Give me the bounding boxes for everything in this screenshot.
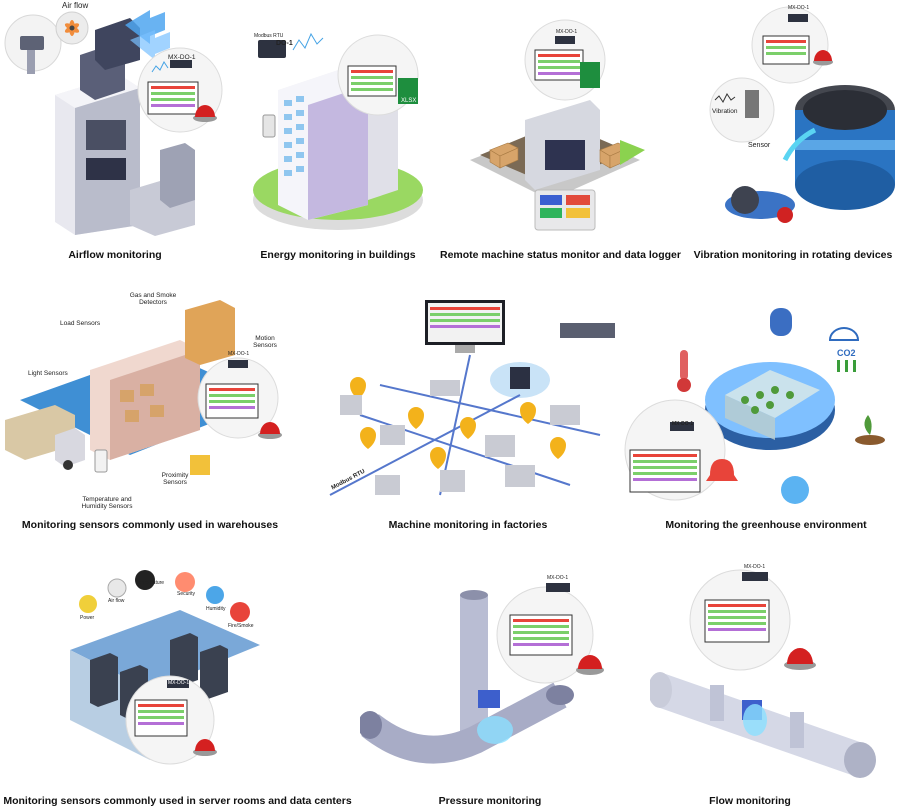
panel-factories: Modbus RTU	[320, 295, 620, 510]
panel-warehouses: Gas and Smoke Detectors Load Sensors Mot…	[0, 280, 300, 512]
greenhouse-illustration	[624, 308, 885, 504]
caption-pressure: Pressure monitoring	[438, 795, 542, 807]
caption-remote-machine: Remote machine status monitor and data l…	[440, 249, 681, 261]
sensor-label: Sensor	[748, 142, 771, 149]
load-label: Load Sensors	[60, 320, 101, 327]
gas-label: Gas and Smoke Detectors	[129, 292, 177, 307]
caption-server-rooms: Monitoring sensors commonly used in serv…	[3, 795, 352, 807]
device-label: MX-DO-1	[168, 54, 196, 61]
remote-machine-illustration	[470, 19, 645, 231]
warehouse-illustration	[5, 300, 282, 475]
panel-airflow: Air flow MX-DO-1	[0, 0, 230, 240]
panel-flow: MX-DO-1	[648, 560, 898, 788]
caption-energy-buildings: Energy monitoring in buildings	[260, 249, 416, 261]
airflow-label: Air flow	[108, 598, 125, 604]
temperature-label: Temperature	[136, 580, 165, 586]
energy-buildings-illustration: XLSX	[253, 32, 423, 230]
airflow-illustration	[4, 10, 223, 236]
caption-airflow: Airflow monitoring	[68, 249, 162, 261]
caption-vibration: Vibration monitoring in rotating devices	[693, 249, 893, 261]
device-label: MX-DO-1	[547, 575, 569, 581]
security-label: Security	[177, 591, 196, 597]
svg-text:XLSX: XLSX	[401, 98, 416, 104]
panel-greenhouse: MX-DO-1 CO2	[620, 300, 898, 512]
server-rooms-illustration	[70, 570, 260, 765]
device-label: MX-DO-1	[556, 29, 578, 35]
fire-label: Fire/Smoke	[228, 623, 254, 629]
panel-energy-buildings: XLSX DO-1 Modbus RTU	[238, 0, 438, 240]
light-label: Light Sensors	[28, 370, 68, 377]
device-label: MX-DO-1	[672, 421, 694, 427]
vibration-illustration	[709, 6, 895, 223]
panel-pressure: MX-DO-1	[358, 565, 620, 787]
device-label: DO-1	[276, 40, 293, 47]
panel-server-rooms: Temperature Air flow Security Power Humi…	[20, 560, 280, 782]
power-label: Power	[80, 615, 95, 621]
device-label: MX-DO-1	[788, 5, 810, 11]
proximity-label: Proximity Sensors	[161, 472, 189, 487]
humidity-label: Humidity	[206, 606, 226, 612]
pressure-illustration	[358, 583, 604, 764]
rtu-label: Modbus RTU	[254, 33, 284, 39]
vibration-label: Vibration	[712, 108, 738, 115]
panel-remote-machine: MX-DO-1	[450, 0, 660, 240]
caption-greenhouse: Monitoring the greenhouse environment	[665, 519, 867, 531]
caption-factories: Machine monitoring in factories	[388, 519, 548, 531]
co2-label: CO2	[837, 348, 856, 358]
device-label: MX-DO-1	[168, 680, 190, 686]
factories-illustration	[329, 300, 615, 496]
panel-vibration: MX-DO-1 Vibration Sensor	[690, 0, 898, 240]
airflow-label: Air flow	[62, 1, 89, 10]
device-label: MX-DO-1	[744, 564, 766, 570]
caption-flow: Flow monitoring	[709, 795, 791, 807]
temp-label: Temperature and Humidity Sensors	[81, 496, 133, 511]
caption-warehouses: Monitoring sensors commonly used in ware…	[21, 519, 279, 531]
flow-illustration	[648, 569, 876, 778]
motion-label: Motion Sensors	[253, 335, 277, 350]
device-label: MX-DO-1	[228, 351, 250, 357]
